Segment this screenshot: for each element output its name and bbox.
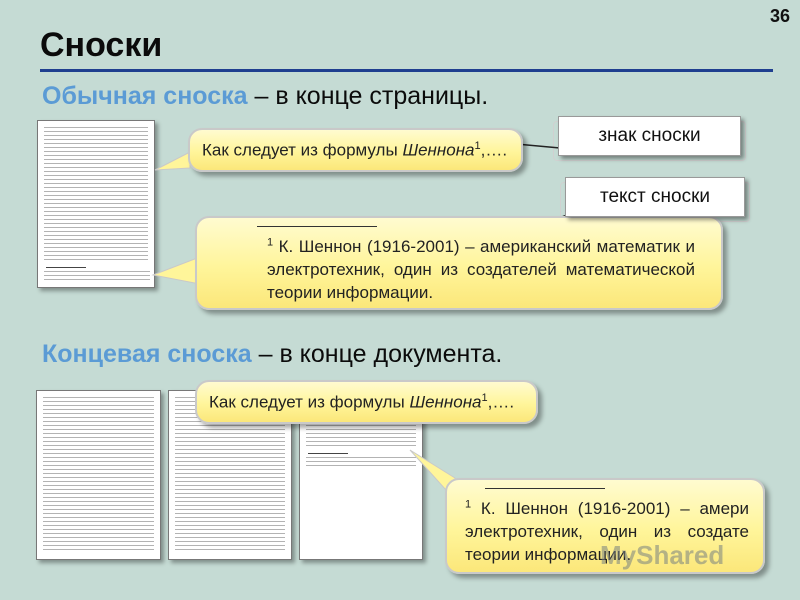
footnote-mark-label: знак сноски	[553, 116, 746, 161]
slide-title: Сноски	[40, 26, 163, 64]
section-heading-accent: Концевая сноска	[42, 340, 252, 368]
footnote-text-label: текст сноски	[560, 177, 750, 222]
section-heading-accent: Обычная сноска	[42, 82, 248, 110]
document-page-thumbnail	[37, 120, 155, 288]
formula-text: Как следует из формулы Шеннона1,….	[209, 392, 515, 412]
footnote-text: 1 К. Шеннон (1916-2001) – американский м…	[267, 236, 695, 302]
section-heading-rest: – в конце страницы.	[247, 82, 489, 110]
footnote-separator	[485, 488, 605, 489]
title-divider	[40, 69, 773, 72]
document-page-thumbnail	[36, 390, 161, 560]
slide-number: 36	[769, 6, 790, 26]
section-heading-rest: – в конце документа.	[251, 340, 503, 368]
formula-callout: Как следует из формулы Шеннона1,….	[195, 380, 538, 424]
formula-callout: Как следует из формулы Шеннона1,….	[188, 128, 523, 172]
endnote-text: 1 К. Шеннон (1916-2001) – амери электрот…	[465, 498, 749, 564]
section-heading-endnote: Концевая сноска – в конце документа.	[42, 340, 502, 369]
footnote-mark: 1	[481, 392, 488, 404]
footnote-separator	[257, 226, 377, 227]
watermark: MyShared	[600, 540, 725, 570]
footnote-callout: 1 К. Шеннон (1916-2001) – американский м…	[195, 216, 723, 310]
formula-text: Как следует из формулы Шеннона1,….	[202, 140, 508, 160]
section-heading-footnote: Обычная сноска – в конце страницы.	[42, 82, 488, 111]
footnote-mark: 1	[474, 140, 481, 152]
endnote-callout: 1 К. Шеннон (1916-2001) – амери электрот…	[445, 478, 765, 574]
